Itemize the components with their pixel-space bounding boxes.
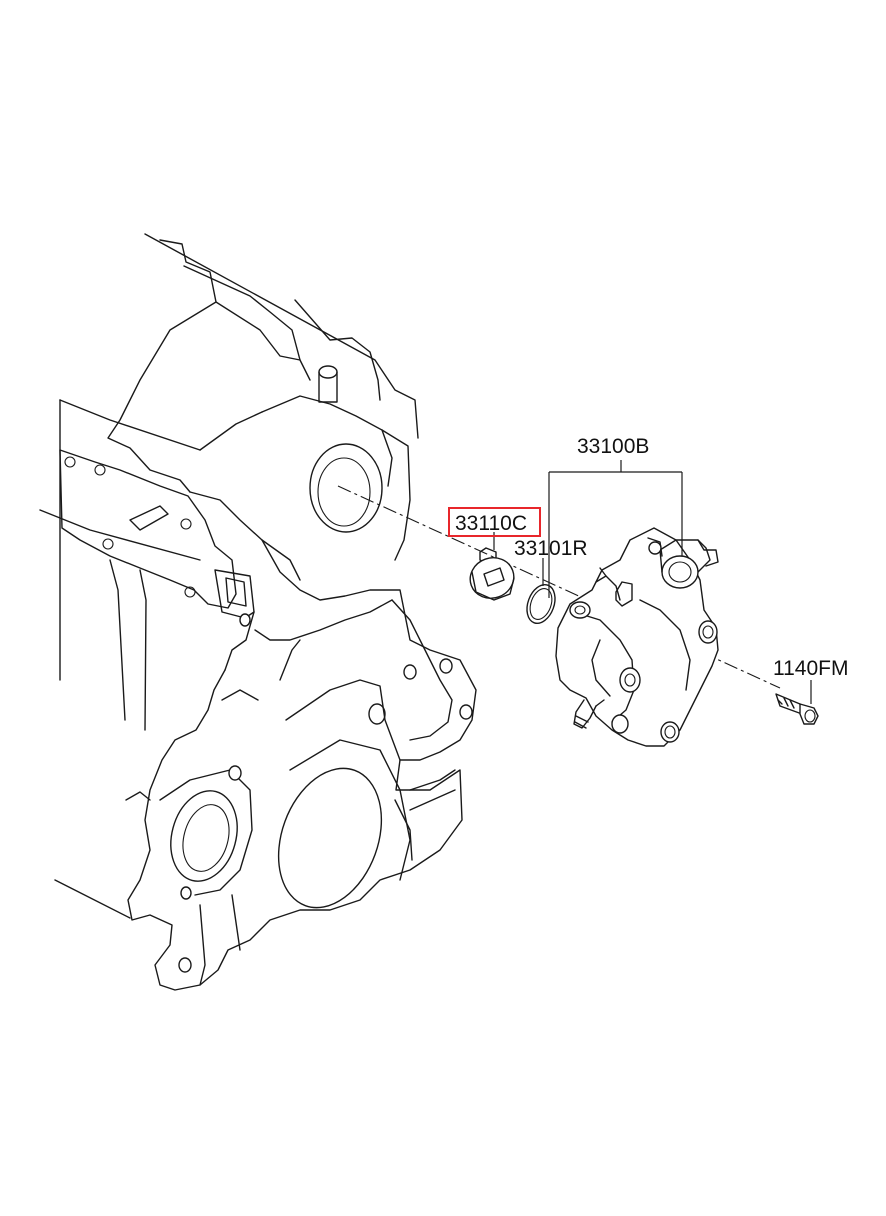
callout-33110c[interactable]: 33110C — [455, 512, 527, 535]
callout-1140fm[interactable]: 1140FM — [773, 657, 848, 680]
o-ring-part — [526, 583, 556, 625]
flange-bolt-part — [775, 693, 819, 725]
highlight-box-33110c — [448, 507, 541, 537]
engine-block-drawing — [39, 233, 477, 991]
callout-33101r[interactable]: 33101R — [514, 537, 588, 560]
callout-33100b[interactable]: 33100B — [577, 435, 649, 458]
sprocket-hub-part — [469, 547, 515, 601]
fuel-pump-assembly — [555, 527, 719, 747]
leader-lines — [493, 460, 812, 704]
